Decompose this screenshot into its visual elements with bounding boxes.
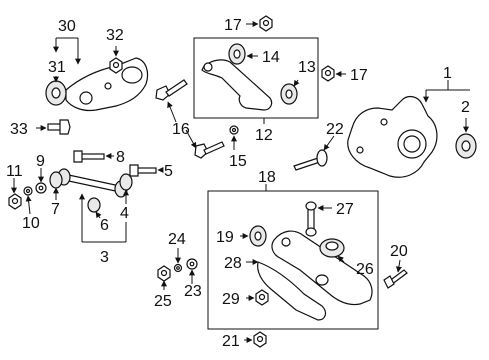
callout-24: 24 xyxy=(168,231,186,248)
callout-30: 30 xyxy=(58,18,76,35)
nut-11[interactable] xyxy=(8,193,22,210)
trailing-arm-30[interactable] xyxy=(65,57,149,112)
callout-28: 28 xyxy=(224,255,242,272)
spring-seat-28[interactable] xyxy=(257,261,327,321)
callout-3: 3 xyxy=(100,249,109,266)
bushing-31[interactable] xyxy=(45,80,67,106)
lateral-rod-3[interactable] xyxy=(57,168,128,198)
bushing-6[interactable] xyxy=(87,197,101,213)
callout-4: 4 xyxy=(120,205,129,222)
callout-29: 29 xyxy=(222,291,240,308)
bolt-33[interactable] xyxy=(47,119,71,135)
bolt-8[interactable] xyxy=(73,150,105,163)
stabilizer-link-27[interactable] xyxy=(305,201,317,237)
callout-17-top: 17 xyxy=(224,17,242,34)
nut-32[interactable] xyxy=(109,57,123,74)
callout-13: 13 xyxy=(298,59,316,76)
group-box-12 xyxy=(193,37,319,119)
nut-17-top[interactable] xyxy=(259,15,273,32)
callout-5: 5 xyxy=(164,163,173,180)
callout-8: 8 xyxy=(116,149,125,166)
callout-6: 6 xyxy=(100,217,109,234)
bushing-13[interactable] xyxy=(280,83,298,105)
callout-23: 23 xyxy=(184,283,202,300)
bolt-16-upper[interactable] xyxy=(155,79,188,101)
nut-25[interactable] xyxy=(157,265,171,282)
callout-21: 21 xyxy=(222,333,240,350)
callout-33: 33 xyxy=(10,121,28,138)
knuckle-1[interactable] xyxy=(347,95,438,178)
callout-9: 9 xyxy=(36,153,45,170)
upper-arm-12[interactable] xyxy=(201,59,273,111)
bushing-19[interactable] xyxy=(249,225,267,247)
callout-20: 20 xyxy=(390,243,408,260)
washer-24[interactable] xyxy=(173,263,183,273)
callout-7: 7 xyxy=(51,201,60,218)
washer-10[interactable] xyxy=(23,186,33,196)
callout-16: 16 xyxy=(172,121,190,138)
nut-29[interactable] xyxy=(255,289,269,306)
callout-12: 12 xyxy=(255,127,273,144)
callout-1: 1 xyxy=(443,65,452,82)
bump-stop-26[interactable] xyxy=(319,238,345,258)
washer-15[interactable] xyxy=(229,125,239,135)
callout-19: 19 xyxy=(216,229,234,246)
lower-arm-18[interactable] xyxy=(271,230,373,306)
callout-32: 32 xyxy=(106,27,124,44)
callout-27: 27 xyxy=(336,201,354,218)
callout-17-right: 17 xyxy=(350,67,368,84)
callout-10: 10 xyxy=(22,215,40,232)
bolt-16-lower[interactable] xyxy=(194,141,225,159)
nut-17-right[interactable] xyxy=(321,65,335,82)
leader-lines xyxy=(11,21,470,343)
callout-26: 26 xyxy=(356,261,374,278)
bushing-7[interactable] xyxy=(49,171,63,189)
bolt-5[interactable] xyxy=(129,164,157,177)
group-box-18 xyxy=(207,190,379,330)
callout-22: 22 xyxy=(326,121,344,138)
nut-21[interactable] xyxy=(253,331,267,348)
bushing-14[interactable] xyxy=(228,43,246,65)
callout-31: 31 xyxy=(48,59,66,76)
washer-9[interactable] xyxy=(35,182,47,194)
callout-11: 11 xyxy=(6,163,23,180)
bushing-2[interactable] xyxy=(455,133,477,159)
callout-2: 2 xyxy=(461,99,470,116)
bolt-20[interactable] xyxy=(383,269,408,289)
callout-15: 15 xyxy=(229,153,247,170)
washer-23[interactable] xyxy=(186,258,198,270)
bolt-22[interactable] xyxy=(293,149,328,171)
callout-14: 14 xyxy=(262,49,280,66)
callout-25: 25 xyxy=(154,293,172,310)
callout-18: 18 xyxy=(258,169,276,186)
